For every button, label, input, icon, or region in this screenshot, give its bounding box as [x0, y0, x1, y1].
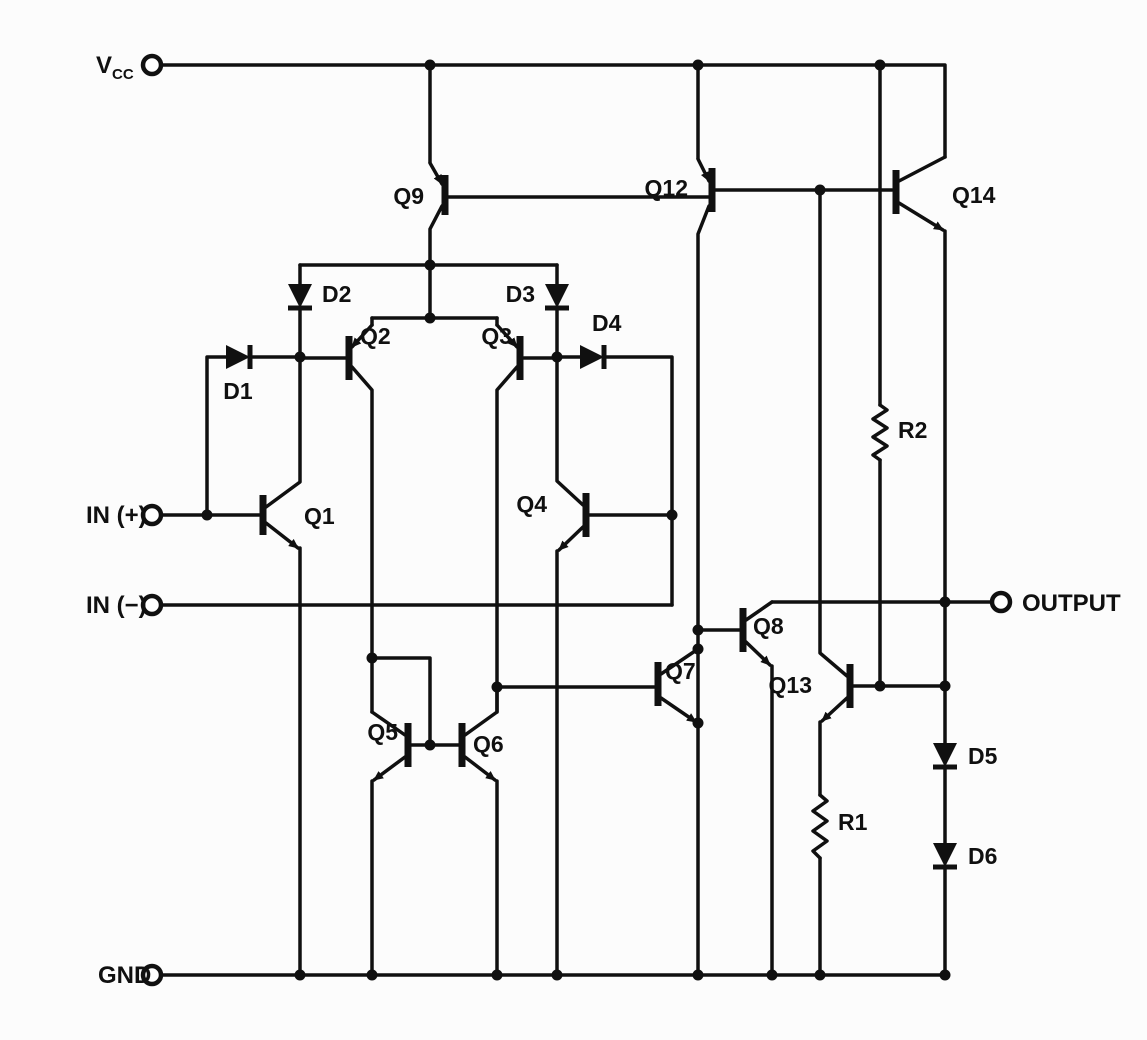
transistor-q6: [428, 685, 499, 977]
junction-dots: [201, 59, 951, 981]
terminal-labels: VCC IN (+) IN (−) GND OUTPUT: [86, 52, 1121, 989]
terminal-vcc-pin: [140, 53, 164, 77]
transistor-q1: [159, 355, 302, 977]
diode-d2: [288, 263, 312, 359]
transistor-q7: [495, 647, 700, 724]
diode-d1: [205, 345, 302, 517]
label-q5: Q5: [367, 719, 398, 745]
transistor-q3: [495, 316, 559, 714]
label-q12: Q12: [645, 175, 688, 201]
terminal-in-plus-pin: [140, 503, 164, 527]
output-label: OUTPUT: [1022, 590, 1121, 617]
label-q13: Q13: [769, 672, 812, 698]
gnd-label: GND: [98, 962, 151, 989]
transistor-q4: [555, 355, 674, 977]
component-labels: Q1 Q2 Q3 Q4 Q5 Q6 Q7 Q8 Q9 Q12 Q13 Q14 D…: [223, 175, 997, 869]
label-q7: Q7: [665, 658, 696, 684]
label-d2: D2: [322, 281, 351, 307]
label-q4: Q4: [516, 491, 547, 517]
diode-d5: [933, 600, 957, 845]
label-q9: Q9: [393, 183, 424, 209]
transistor-q5: [370, 710, 432, 977]
terminal-in-minus-pin: [140, 593, 164, 617]
wire-vcc-rail: [159, 63, 947, 159]
label-r1: R1: [838, 809, 868, 835]
transistor-q9: [428, 63, 711, 320]
diode-d3: [545, 263, 569, 359]
label-d6: D6: [968, 843, 997, 869]
wire-network: [159, 263, 994, 747]
transistor-q12: [696, 63, 894, 977]
resistor-r1: [811, 793, 829, 977]
label-q2: Q2: [360, 323, 391, 349]
wire-mirror-base: [370, 656, 432, 747]
diode-d4: [555, 345, 674, 607]
in-plus-label: IN (+): [86, 502, 147, 529]
label-q1: Q1: [304, 503, 335, 529]
label-q8: Q8: [753, 613, 784, 639]
in-minus-label: IN (−): [86, 592, 147, 619]
power-rails: [159, 63, 947, 977]
terminal-gnd-pin: [140, 963, 164, 987]
label-d5: D5: [968, 743, 998, 769]
label-d1: D1: [223, 378, 253, 404]
terminal-output-pin: [989, 590, 1013, 614]
label-d4: D4: [592, 310, 622, 336]
terminals: [140, 53, 1013, 987]
resistor-r2: [871, 63, 889, 688]
diode-d6: [933, 843, 957, 977]
label-q3: Q3: [481, 323, 512, 349]
transistor-q13: [818, 188, 882, 797]
label-q6: Q6: [473, 731, 504, 757]
transistor-q14: [892, 155, 947, 604]
label-d3: D3: [506, 281, 535, 307]
label-q14: Q14: [952, 182, 996, 208]
transistor-q8: [696, 600, 774, 977]
vcc-label: VCC: [96, 52, 134, 83]
label-r2: R2: [898, 417, 927, 443]
transistor-q2: [298, 316, 374, 714]
